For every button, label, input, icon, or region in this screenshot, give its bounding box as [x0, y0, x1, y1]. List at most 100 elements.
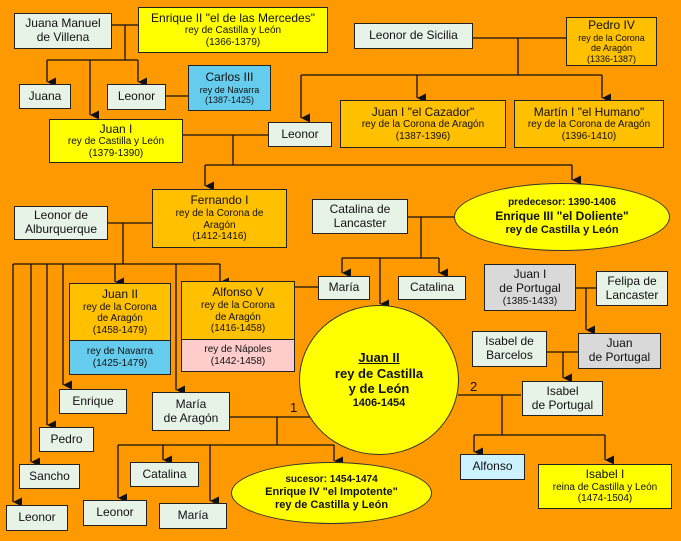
person-maria[interactable]: María	[318, 276, 370, 300]
person-felipa-de-lancaster[interactable]: Felipa de Lancaster	[596, 271, 668, 306]
queen-isabel-i[interactable]: Isabel I reina de Castilla y León (1474-…	[538, 464, 672, 509]
person-name-cont: Lancaster	[605, 287, 659, 302]
king-carlos-iii[interactable]: Carlos III rey de Navarra (1387-1425)	[188, 65, 271, 111]
navarra-title: rey de Navarra	[86, 346, 154, 357]
predecessor-label: predecesor: 1390-1406	[508, 197, 616, 209]
person-juana-manuel-de-villena[interactable]: Juana Manuel de Villena	[14, 13, 112, 49]
king-juan-ii-aragon[interactable]: Juan II rey de la Corona de Aragón (1458…	[69, 283, 171, 375]
king-title: rey de la Corona de Aragón	[527, 119, 651, 131]
person-name: María	[328, 280, 360, 295]
reign-years: (1387-1396)	[395, 130, 451, 142]
person-catalina-2[interactable]: Catalina	[130, 462, 199, 487]
person-juan-de-portugal[interactable]: Juan de Portugal	[578, 333, 661, 369]
person-name: Catalina	[142, 466, 187, 481]
person-name: Enrique	[72, 393, 114, 408]
person-name: Leonor de	[33, 208, 89, 223]
king-name: Enrique III "el Doliente"	[495, 209, 629, 224]
person-isabel-de-portugal[interactable]: Isabel de Portugal	[522, 381, 603, 416]
reign-years: (1366-1379)	[205, 36, 261, 48]
person-pedro[interactable]: Pedro	[39, 427, 94, 452]
person-maria-2[interactable]: María	[159, 503, 227, 529]
person-leonor-3[interactable]: Leonor	[6, 505, 68, 531]
king-title-cont: Aragón	[203, 219, 236, 231]
king-enrique-ii[interactable]: Enrique II "el de las Mercedes" rey de C…	[138, 7, 328, 53]
person-name: Leonor	[18, 510, 56, 525]
person-name: Isabel	[546, 383, 579, 398]
person-sancho[interactable]: Sancho	[19, 464, 80, 489]
queen-title: reina de Castilla y León	[552, 481, 658, 493]
king-title: rey de la Corona de Aragón	[361, 119, 485, 131]
king-title: rey de la Corona	[201, 300, 275, 312]
king-name: Enrique IV "el Impotente"	[265, 485, 398, 498]
king-name: Carlos III	[205, 69, 254, 84]
king-enrique-iii-el-doliente[interactable]: predecesor: 1390-1406 Enrique III "el Do…	[454, 183, 670, 251]
person-leonor-de-alburquerque[interactable]: Leonor de Alburquerque	[14, 206, 108, 240]
reign-years: (1379-1390)	[88, 147, 144, 159]
person-name: Sancho	[29, 468, 70, 483]
king-title: rey de Castilla y León	[505, 223, 619, 236]
person-name: Juan	[606, 336, 633, 351]
king-enrique-iv-el-impotente[interactable]: sucesor: 1454-1474 Enrique IV "el Impote…	[231, 462, 432, 524]
reign-years: (1396-1410)	[561, 130, 617, 142]
person-name-cont: Barcelos	[486, 348, 533, 362]
person-name-cont: de Aragón	[163, 410, 219, 425]
person-name: Alfonso	[472, 459, 513, 474]
reign-years: (1458-1479)	[92, 324, 148, 336]
king-title: rey de Castilla y León	[274, 499, 389, 511]
marriage-number-2: 2	[470, 379, 478, 394]
king-juan-ii-castilla[interactable]: Juan II rey de Castilla y de León 1406-1…	[299, 305, 459, 455]
navarra-years: (1425-1479)	[92, 357, 148, 369]
king-name: Fernando I	[190, 193, 249, 208]
person-enrique[interactable]: Enrique	[59, 389, 127, 414]
king-juan-i-de-portugal[interactable]: Juan I de Portugal (1385-1433)	[484, 264, 576, 311]
person-juana[interactable]: Juana	[19, 84, 71, 109]
king-fernando-i[interactable]: Fernando I rey de la Corona de Aragón (1…	[152, 189, 287, 248]
person-leonor[interactable]: Leonor	[107, 84, 166, 110]
king-name: Juan II	[358, 350, 400, 366]
person-catalina[interactable]: Catalina	[398, 276, 466, 300]
king-title-cont: de Aragón	[215, 311, 261, 323]
person-name: Felipa de	[607, 273, 657, 288]
person-name-cont: Alburquerque	[24, 222, 98, 236]
reign-years: 1406-1454	[352, 396, 406, 409]
king-title: rey de la Corona de	[175, 208, 264, 220]
king-name: Enrique II "el de las Mercedes"	[151, 10, 315, 25]
king-pedro-iv[interactable]: Pedro IV rey de la Corona de Aragón (133…	[566, 17, 657, 66]
person-name-cont: de Portugal	[588, 350, 651, 364]
successor-label: sucesor: 1454-1474	[285, 473, 378, 485]
reign-years: (1336-1387)	[586, 53, 637, 64]
king-name: Martín I "el Humano"	[533, 104, 645, 119]
person-name: Catalina de	[329, 201, 391, 216]
napoles-years: (1442-1458)	[210, 355, 266, 367]
reign-years: (1474-1504)	[577, 493, 633, 505]
king-juan-i-el-cazador[interactable]: Juan I "el Cazador" rey de la Corona de …	[340, 100, 506, 148]
person-isabel-de-barcelos[interactable]: Isabel de Barcelos	[472, 331, 547, 367]
person-name: María	[175, 396, 207, 411]
person-leonor-de-sicilia[interactable]: Leonor de Sicilia	[354, 23, 473, 49]
king-name: Juan I "el Cazador"	[371, 104, 475, 119]
person-name: Catalina	[409, 280, 455, 295]
king-title: rey de Castilla	[334, 365, 424, 381]
reign-years: (1385-1433)	[502, 295, 558, 307]
king-juan-i-castilla[interactable]: Juan I rey de Castilla y León (1379-1390…	[49, 119, 183, 163]
napoles-title: rey de Nápoles	[204, 344, 272, 355]
king-name: Pedro IV	[588, 18, 635, 33]
king-title: rey de Navarra	[199, 84, 260, 95]
king-name-cont: de Portugal	[499, 280, 561, 295]
person-maria-de-aragon[interactable]: María de Aragón	[152, 392, 230, 431]
person-leonor-2[interactable]: Leonor	[268, 122, 332, 147]
reign-years: (1387-1425)	[204, 94, 255, 105]
king-title: rey de la Corona	[578, 32, 645, 43]
king-alfonso-v[interactable]: Alfonso V rey de la Corona de Aragón (14…	[181, 281, 295, 372]
king-title: rey de Castilla y León	[184, 25, 282, 37]
person-name-cont: de Portugal	[531, 397, 594, 412]
person-alfonso[interactable]: Alfonso	[460, 454, 525, 480]
person-name: María	[177, 508, 209, 523]
person-leonor-4[interactable]: Leonor	[83, 500, 147, 526]
person-name: Pedro	[50, 431, 83, 446]
person-name-cont: Lancaster	[333, 215, 387, 230]
reign-years: (1416-1458)	[210, 323, 266, 335]
person-catalina-de-lancaster[interactable]: Catalina de Lancaster	[312, 199, 408, 234]
marriage-number-1: 1	[290, 400, 298, 415]
king-martin-i-el-humano[interactable]: Martín I "el Humano" rey de la Corona de…	[514, 100, 664, 148]
